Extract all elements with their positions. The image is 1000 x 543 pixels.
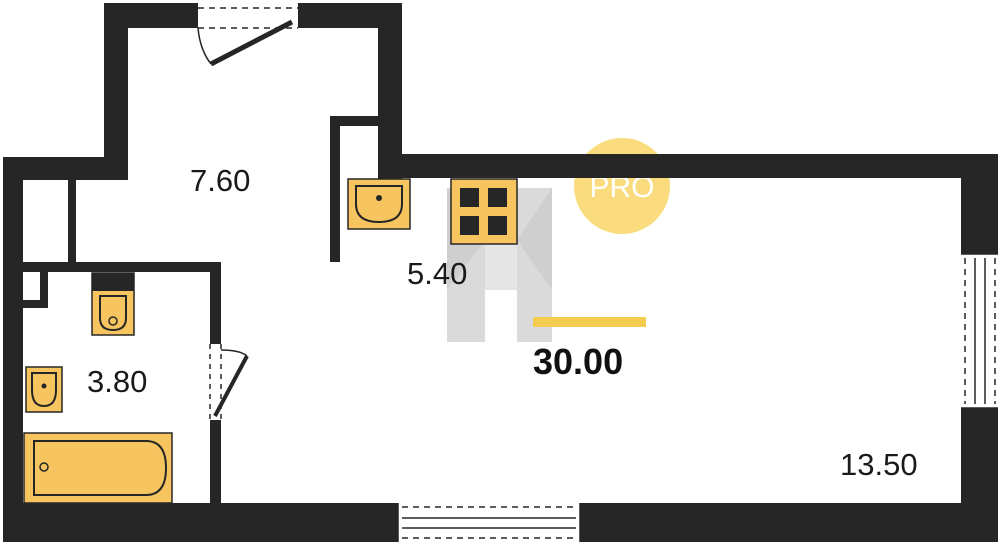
toilet	[91, 272, 135, 336]
living-room-area-label: 13.50	[840, 447, 918, 482]
entry-door	[197, 7, 298, 67]
total-area-accent-bar	[533, 317, 646, 327]
total-area-label: 30.00	[533, 341, 623, 382]
bathtub	[23, 432, 173, 504]
balcony-door	[397, 503, 581, 542]
kitchen-area-label: 5.40	[407, 256, 467, 291]
hallway-area-label: 7.60	[190, 163, 250, 198]
bathroom-door	[209, 344, 249, 420]
kitchen-sink	[347, 178, 411, 230]
bathroom-area-label: 3.80	[87, 364, 147, 399]
kitchen-stove	[450, 178, 518, 245]
right-window	[961, 253, 998, 409]
bathroom-sink	[25, 366, 63, 413]
walls	[3, 3, 998, 542]
